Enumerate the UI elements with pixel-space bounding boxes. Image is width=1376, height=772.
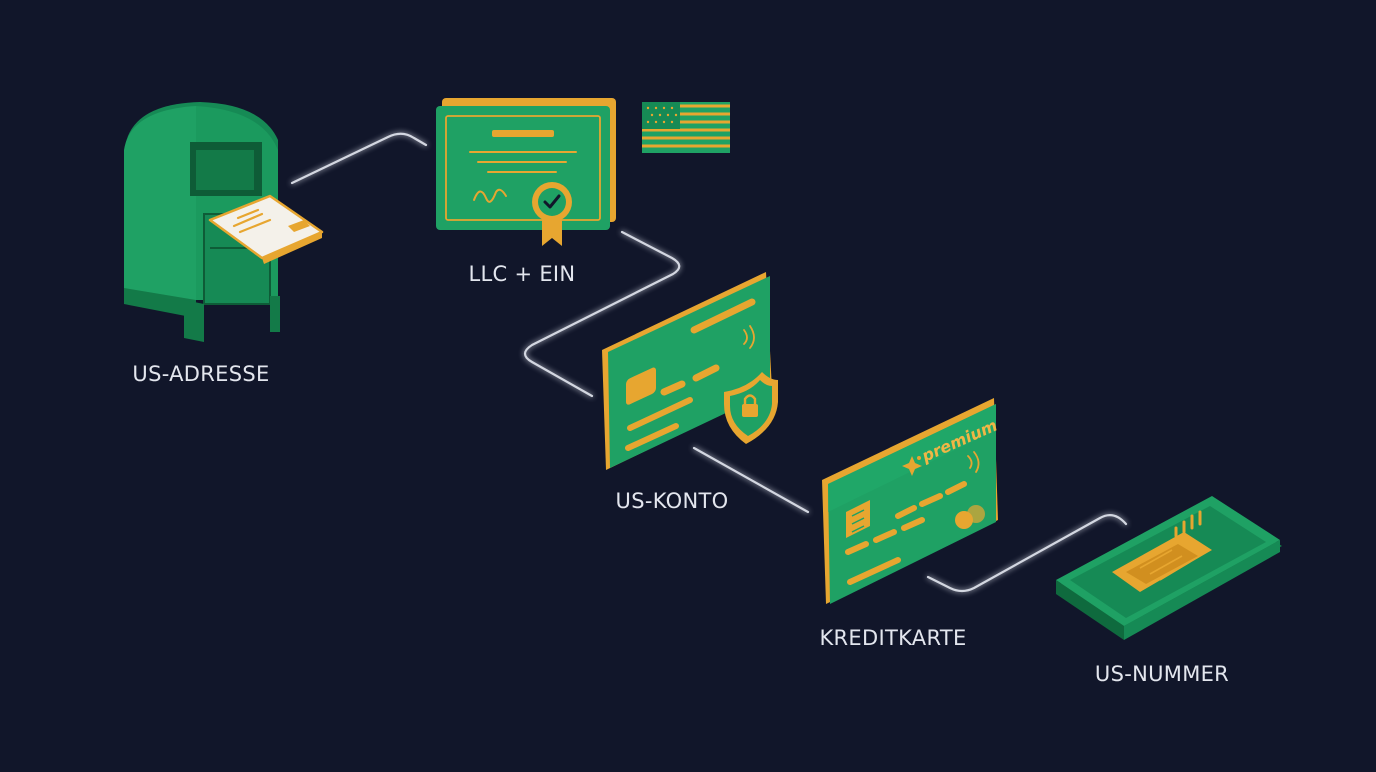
connector-llc-account bbox=[523, 230, 681, 398]
mailbox-icon bbox=[124, 102, 324, 342]
connector-address-llc bbox=[290, 132, 428, 185]
envelope-icon bbox=[208, 194, 324, 264]
phone-sim-icon bbox=[1056, 496, 1282, 640]
connector-credit-phone bbox=[926, 513, 1128, 593]
label-credit-card: KREDITKARTE bbox=[819, 626, 967, 650]
shield-lock-icon bbox=[724, 372, 778, 444]
certificate-icon bbox=[436, 98, 616, 246]
label-us-number: US-NUMMER bbox=[1094, 662, 1230, 686]
us-flag-icon bbox=[642, 102, 730, 153]
connector-lines bbox=[290, 132, 1128, 593]
sparkle-icon bbox=[902, 456, 922, 476]
label-llc-ein: LLC + EIN bbox=[468, 262, 576, 286]
label-us-address: US-ADRESSE bbox=[132, 362, 270, 386]
credit-card-icon bbox=[822, 398, 998, 604]
connector-account-credit bbox=[692, 446, 810, 514]
bank-card-icon bbox=[602, 272, 772, 470]
label-us-account: US-KONTO bbox=[615, 489, 729, 513]
